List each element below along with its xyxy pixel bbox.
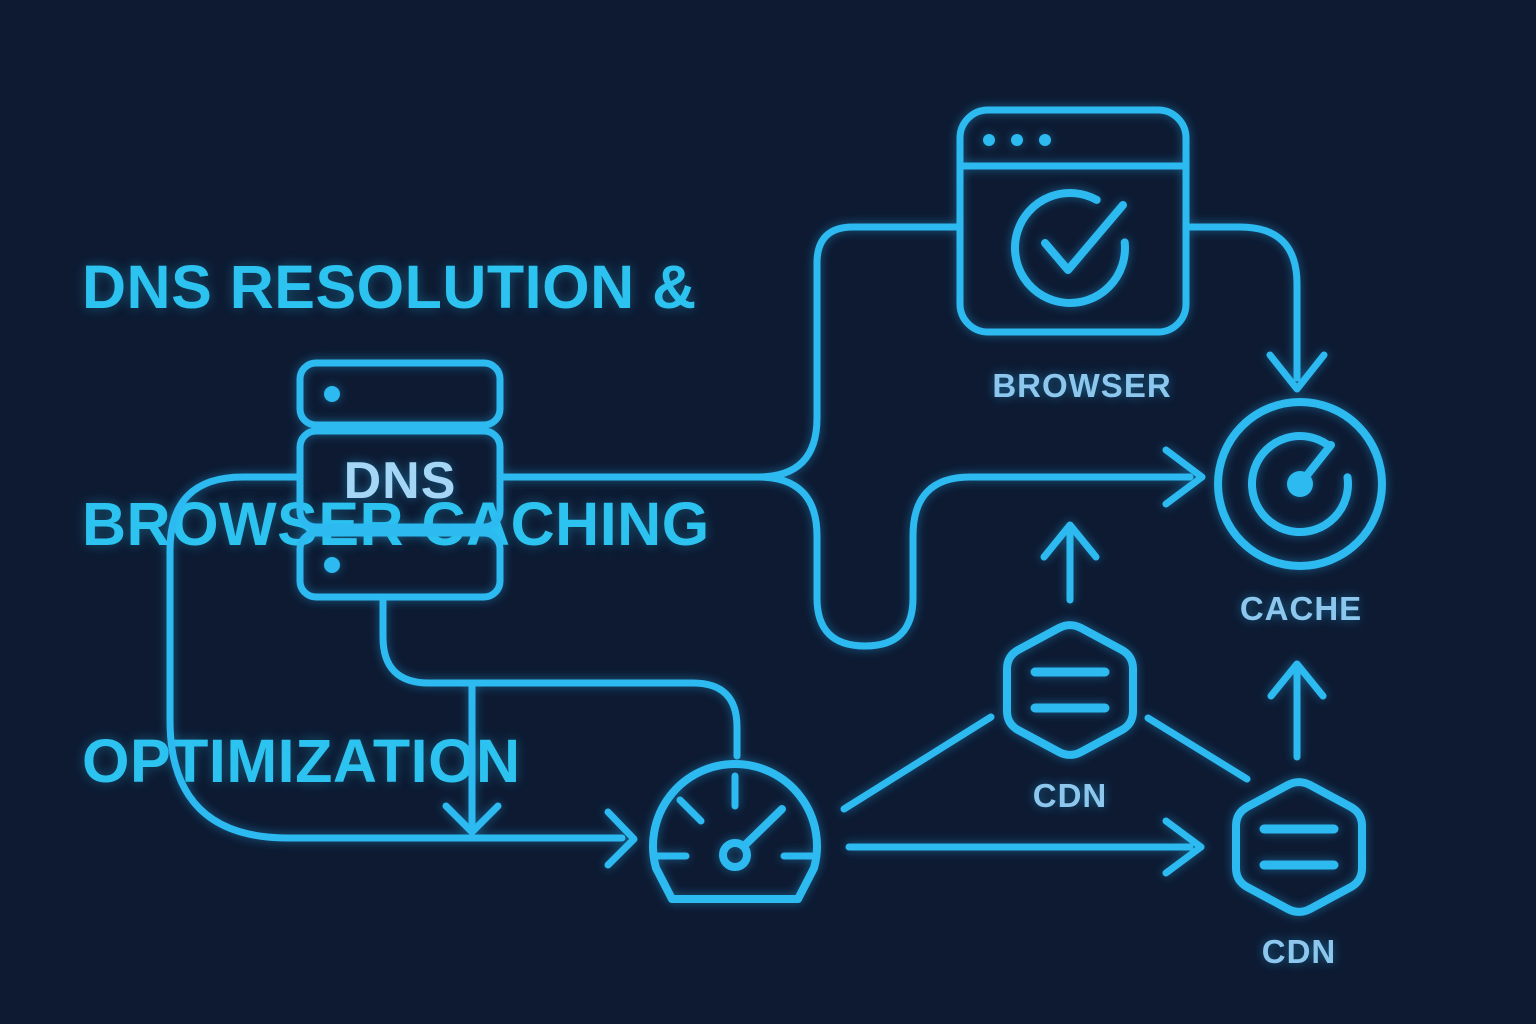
equals-bars	[1259, 824, 1339, 870]
edge-cdn-top-to-cdn-bottom	[1144, 714, 1251, 783]
title-line-3: OPTIMIZATION	[82, 727, 521, 795]
equals-bars	[1030, 667, 1110, 713]
edge-cdn-top-up-arrow	[1040, 521, 1100, 604]
cdn-bottom-label: CDN	[1262, 933, 1337, 970]
title-line-1: DNS RESOLUTION &	[82, 253, 697, 321]
server-unit-top	[296, 359, 504, 429]
cdn-top-label: CDN	[1033, 777, 1108, 814]
edge-cdn-bottom-to-cache	[1267, 660, 1327, 761]
speedometer-node	[649, 760, 821, 903]
browser-window-frame	[956, 106, 1190, 336]
cache-hub-dot	[1287, 471, 1313, 497]
edge-browser-to-cache	[1182, 223, 1328, 393]
cdn-bottom-node: CDN	[1232, 778, 1366, 970]
hexagon-equals-icon	[1003, 621, 1137, 759]
server-unit-bottom	[296, 529, 504, 601]
server-led-bottom	[324, 557, 340, 573]
edge-dns-to-cache	[754, 446, 1206, 650]
browser-label: BROWSER	[992, 367, 1171, 404]
speedometer-body	[649, 760, 821, 903]
checkmark-icon	[1041, 201, 1127, 274]
server-stack-icon	[296, 359, 504, 601]
edge-speedometer-to-cdn-bottom	[845, 817, 1205, 877]
browser-window-check-icon	[956, 106, 1190, 336]
edges	[166, 223, 1328, 877]
browser-dot-3	[1039, 134, 1051, 146]
dial-gauge-icon	[1214, 398, 1386, 570]
dns-node: DNS	[296, 359, 504, 601]
speedometer-hub-ring	[719, 839, 751, 871]
cache-label: CACHE	[1240, 590, 1362, 627]
edge-dns-bottom-drop	[379, 594, 741, 760]
server-unit-middle	[296, 427, 504, 531]
dns-label: DNS	[344, 452, 457, 510]
cache-node: CACHE	[1214, 398, 1386, 627]
edge-dns-branch-down-arrow	[442, 679, 502, 836]
hexagon-outline	[1003, 621, 1137, 759]
browser-dot-1	[983, 134, 995, 146]
speedometer-tick-upper-left	[676, 796, 705, 825]
speedometer-needle	[740, 805, 786, 850]
browser-node: BROWSER	[956, 106, 1190, 404]
cache-outer-ring	[1214, 398, 1386, 570]
edge-dns-to-speedometer-loop	[166, 473, 638, 869]
cache-inner-dial	[1248, 432, 1352, 536]
browser-dot-2	[1011, 134, 1023, 146]
cdn-top-node: CDN	[1003, 621, 1137, 814]
hexagon-equals-icon	[1232, 778, 1366, 916]
server-led-top	[324, 386, 340, 402]
speedometer-icon	[649, 760, 821, 903]
check-circle	[1011, 189, 1129, 307]
hexagon-outline	[1232, 778, 1366, 916]
edge-speedometer-to-cdn-top	[840, 713, 995, 813]
edge-dns-to-browser	[496, 223, 961, 481]
